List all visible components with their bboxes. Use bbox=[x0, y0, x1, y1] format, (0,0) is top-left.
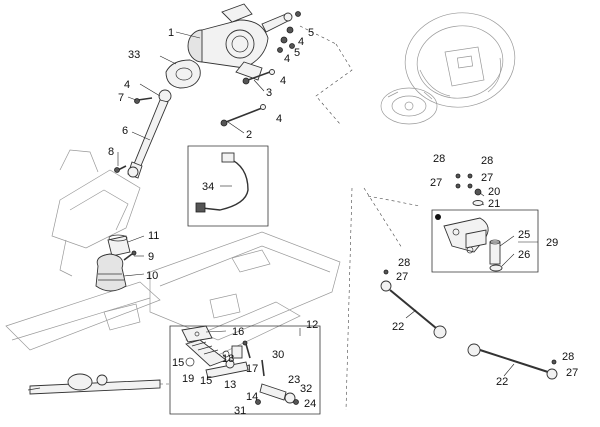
callout-29: 29 bbox=[546, 237, 558, 249]
callout-25: 25 bbox=[518, 229, 530, 241]
callout-11: 11 bbox=[148, 230, 159, 242]
washer-26 bbox=[489, 264, 503, 272]
callout-33: 33 bbox=[128, 49, 140, 61]
nut-20 bbox=[474, 188, 482, 196]
callout-10: 10 bbox=[146, 270, 158, 282]
callout-17: 17 bbox=[246, 363, 258, 375]
rack-gaiter bbox=[185, 339, 227, 367]
nut-24 bbox=[293, 399, 299, 405]
callout-20: 20 bbox=[488, 186, 500, 198]
callout-4: 4 bbox=[280, 75, 286, 87]
callout-18: 18 bbox=[222, 353, 234, 365]
callout-5: 5 bbox=[294, 47, 300, 59]
steering-column-motor bbox=[187, 3, 269, 81]
leader-lines bbox=[117, 31, 538, 377]
clamps bbox=[185, 350, 230, 367]
idler-marker bbox=[435, 214, 441, 220]
bolt-30 bbox=[261, 359, 265, 377]
callout-16: 16 bbox=[232, 326, 244, 338]
wiring-harness-box bbox=[187, 145, 269, 227]
bolt-7 bbox=[134, 97, 153, 104]
bolt-8 bbox=[114, 165, 127, 173]
chassis-frame bbox=[5, 149, 341, 359]
callout-4: 4 bbox=[276, 113, 282, 125]
callout-28: 28 bbox=[433, 153, 445, 165]
callout-26: 26 bbox=[518, 249, 530, 261]
callout-12: 12 bbox=[306, 319, 318, 331]
callout-15: 15 bbox=[200, 375, 212, 387]
callout-32: 32 bbox=[300, 383, 312, 395]
callout-21: 21 bbox=[488, 198, 500, 210]
callout-24: 24 bbox=[304, 398, 316, 410]
callout-7: 7 bbox=[118, 92, 124, 104]
intermediate-shaft bbox=[127, 89, 172, 179]
callout-14: 14 bbox=[246, 391, 258, 403]
bolt-long-3 bbox=[242, 69, 275, 85]
callout-27: 27 bbox=[481, 172, 493, 184]
nut-31 bbox=[255, 399, 261, 405]
callout-23: 23 bbox=[288, 374, 300, 386]
inner-tie-rod bbox=[205, 359, 249, 379]
column-upper-shaft bbox=[261, 12, 293, 33]
center-link-right bbox=[467, 343, 558, 380]
center-link-left bbox=[380, 269, 447, 339]
callout-2: 2 bbox=[246, 129, 252, 141]
callout-5: 5 bbox=[308, 27, 314, 39]
bush-25 bbox=[489, 239, 501, 265]
callout-31: 31 bbox=[234, 405, 246, 417]
callout-8: 8 bbox=[108, 146, 114, 158]
bolt-set-upper bbox=[277, 11, 301, 53]
steering-rack bbox=[27, 373, 161, 395]
callout-28: 28 bbox=[562, 351, 574, 363]
mount-bushing bbox=[107, 234, 131, 257]
callout-1: 1 bbox=[168, 27, 174, 39]
callout-15: 15 bbox=[172, 357, 184, 369]
callout-4: 4 bbox=[298, 36, 304, 48]
callout-28: 28 bbox=[398, 257, 410, 269]
callout-28: 28 bbox=[481, 155, 493, 167]
column-cover bbox=[165, 59, 201, 89]
bolt-long-2 bbox=[220, 104, 266, 127]
callout-27: 27 bbox=[430, 177, 442, 189]
callout-3: 3 bbox=[266, 87, 272, 99]
steering-wheel bbox=[404, 12, 516, 108]
callout-19: 19 bbox=[182, 373, 194, 385]
callout-27: 27 bbox=[396, 271, 408, 283]
callout-9: 9 bbox=[148, 251, 154, 263]
callout-22: 22 bbox=[392, 321, 404, 333]
callout-4: 4 bbox=[284, 53, 290, 65]
callout-labels: 1 2 3 4 4 4 4 4 5 5 6 7 8 9 10 11 12 13 … bbox=[108, 27, 578, 417]
pin-9 bbox=[123, 250, 137, 261]
outer-tie-rod-end bbox=[259, 383, 296, 404]
callout-27: 27 bbox=[566, 367, 578, 379]
steering-wheel-hub bbox=[380, 87, 438, 125]
bolt-17 bbox=[242, 340, 251, 359]
idler-arm-box bbox=[431, 209, 539, 273]
nuts-27-28-top bbox=[455, 173, 473, 189]
column-boot bbox=[95, 253, 127, 292]
callout-34: 34 bbox=[202, 181, 214, 193]
callout-6: 6 bbox=[122, 125, 128, 137]
callout-22: 22 bbox=[496, 376, 508, 388]
plate-16 bbox=[181, 325, 213, 343]
washer-21 bbox=[472, 200, 484, 206]
callout-4: 4 bbox=[124, 79, 130, 91]
sleeve-18 bbox=[231, 345, 243, 359]
idler-arm bbox=[443, 217, 489, 254]
callout-13: 13 bbox=[224, 379, 236, 391]
callout-30: 30 bbox=[272, 349, 284, 361]
rack-kit-box bbox=[169, 325, 321, 415]
wiring-harness bbox=[195, 152, 249, 213]
